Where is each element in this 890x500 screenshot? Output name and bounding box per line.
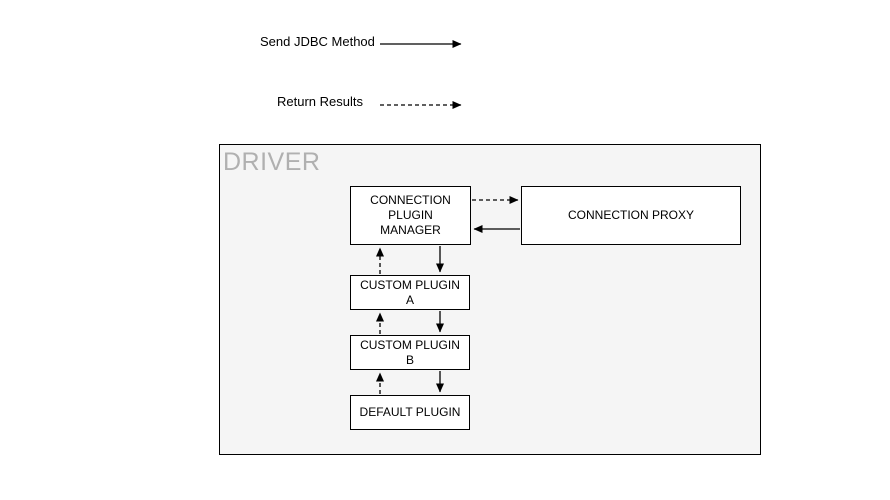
node-custom-plugin-a: CUSTOM PLUGIN A	[350, 275, 470, 310]
driver-container-label: DRIVER	[223, 148, 321, 176]
node-default-plugin-label: DEFAULT PLUGIN	[359, 405, 461, 419]
node-connection-plugin-manager: CONNECTION PLUGIN MANAGER	[350, 186, 471, 245]
legend-return-results-label: Return Results	[277, 94, 363, 109]
legend-send-jdbc-label: Send JDBC Method	[260, 34, 375, 49]
node-custom-plugin-b: CUSTOM PLUGIN B	[350, 335, 470, 370]
node-connection-proxy-label: CONNECTION PROXY	[567, 208, 694, 222]
node-default-plugin: DEFAULT PLUGIN	[350, 395, 470, 430]
node-connection-proxy: CONNECTION PROXY	[521, 186, 741, 245]
node-connection-plugin-manager-label: CONNECTION PLUGIN MANAGER	[370, 193, 451, 237]
node-custom-plugin-a-label: CUSTOM PLUGIN A	[360, 277, 460, 307]
node-custom-plugin-b-label: CUSTOM PLUGIN B	[360, 337, 460, 367]
